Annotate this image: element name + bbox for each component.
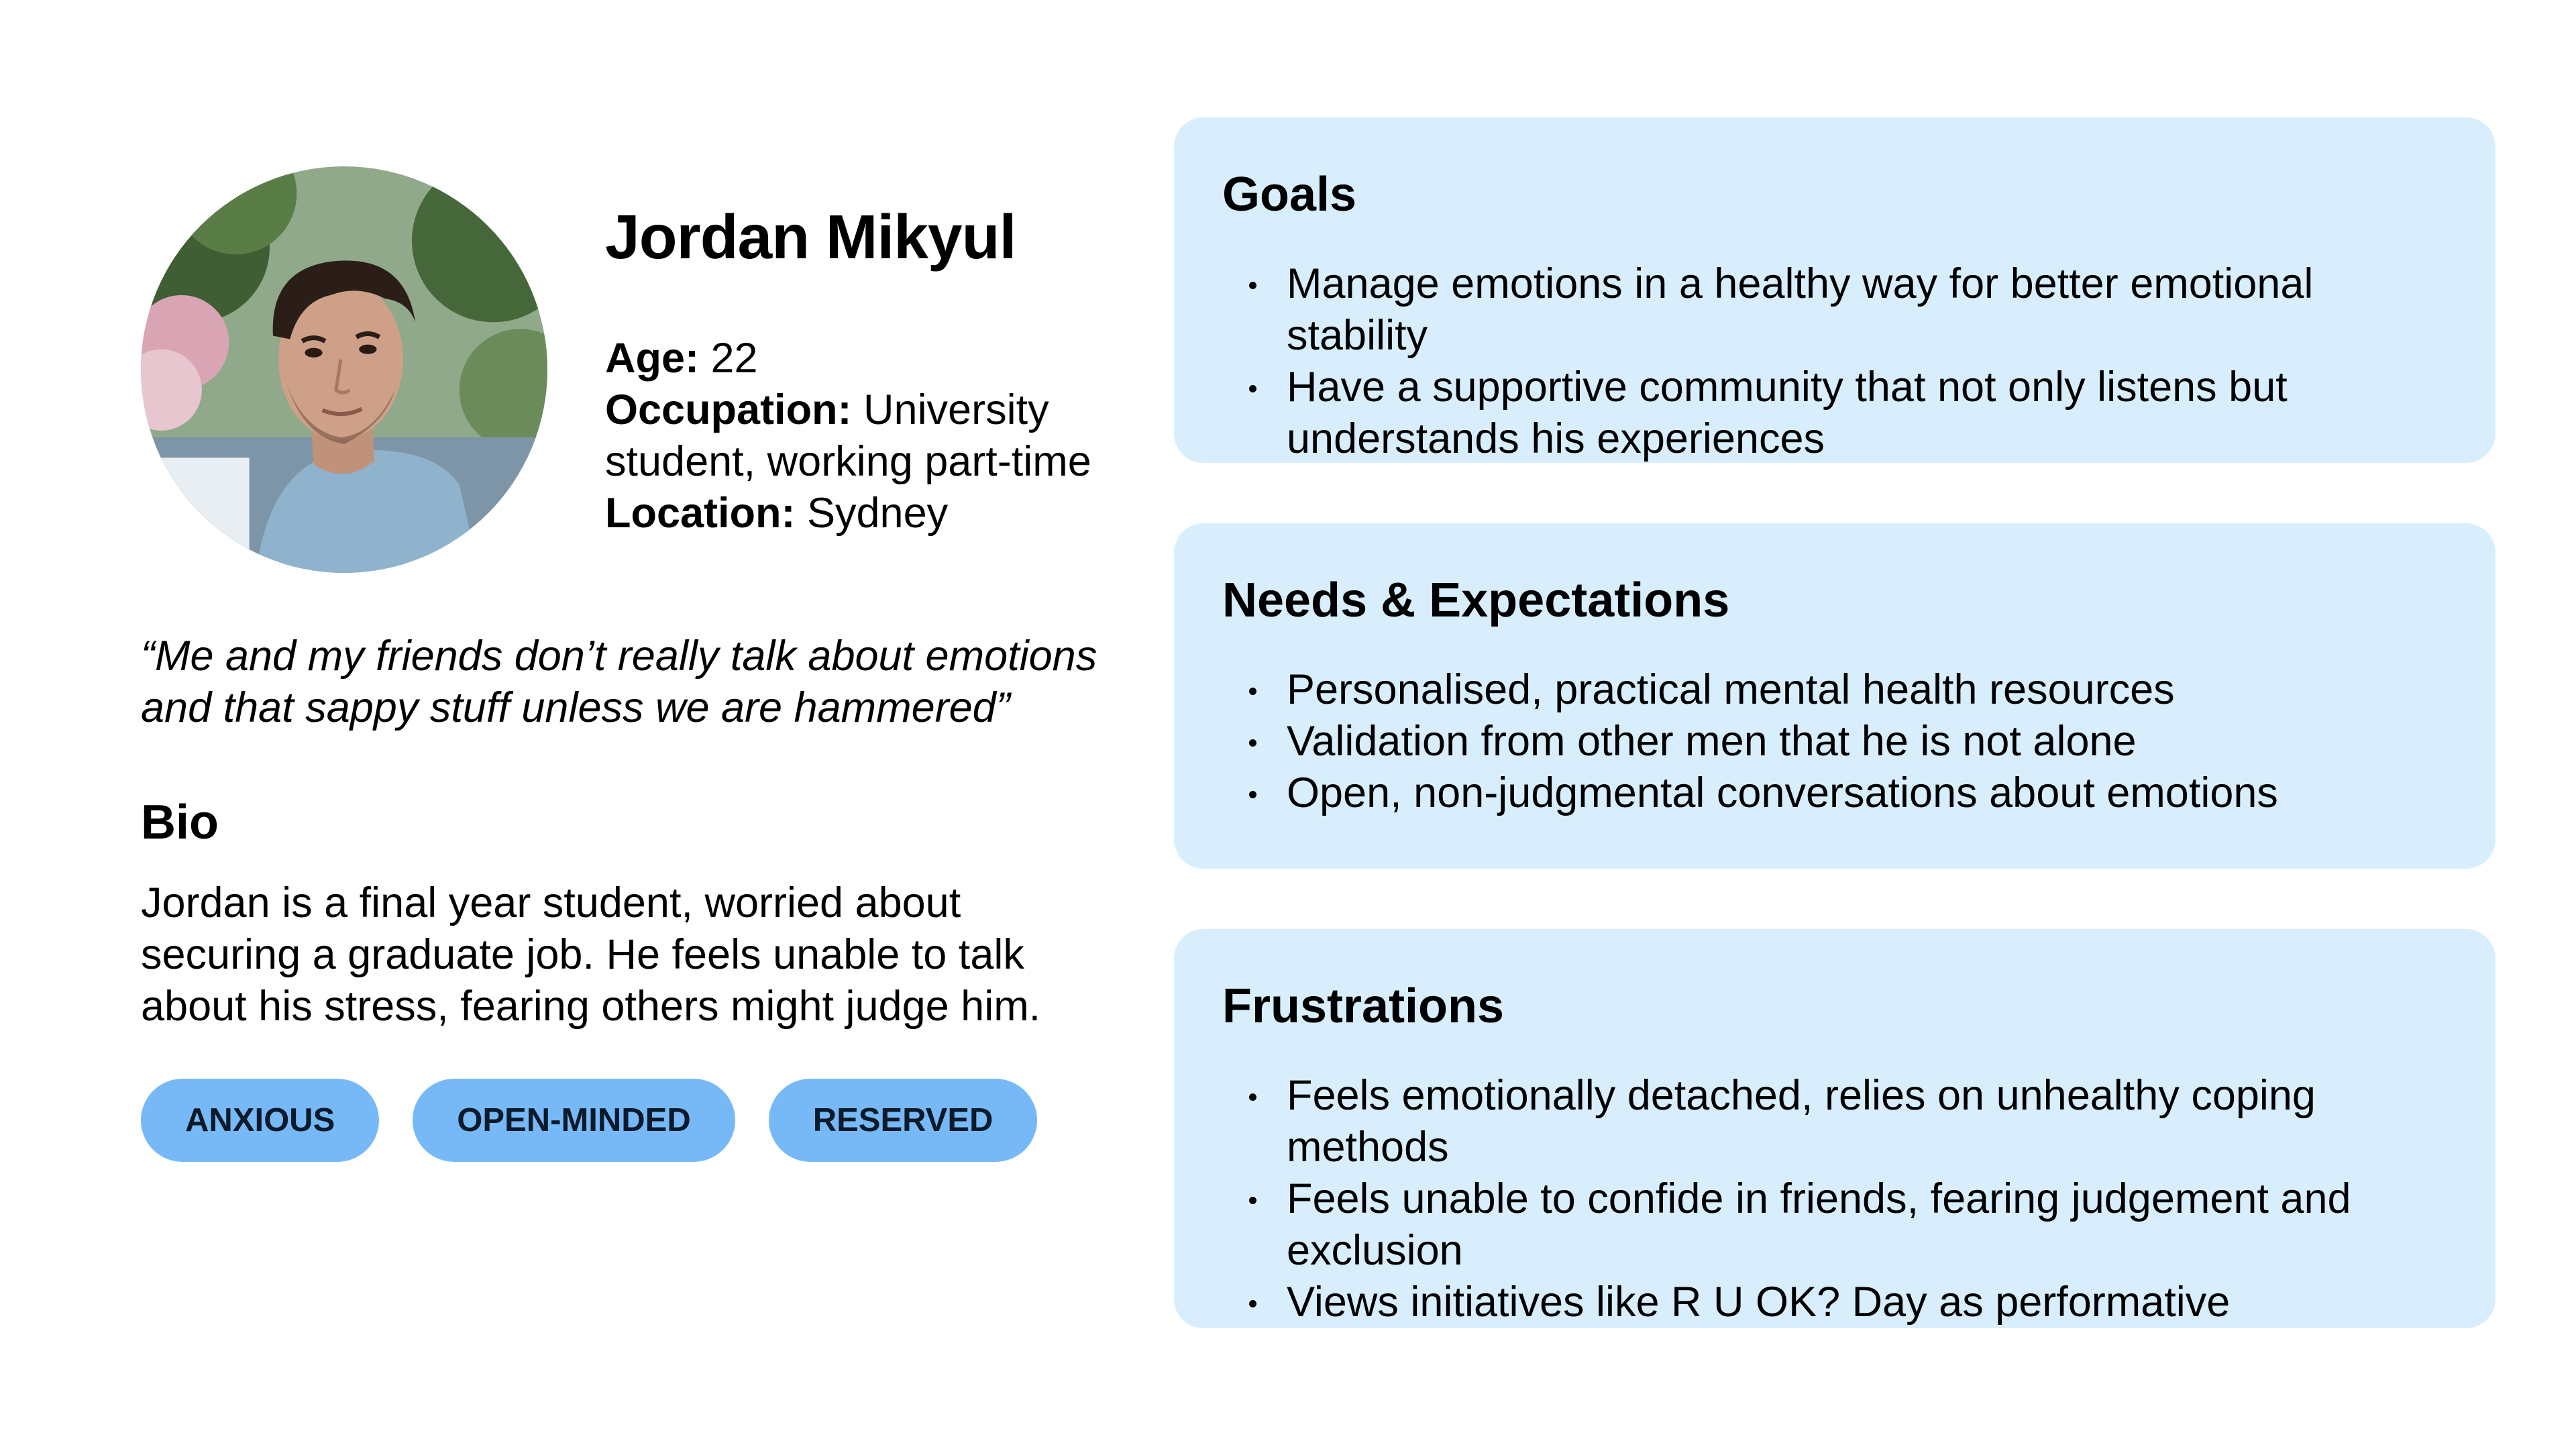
occupation-label: Occupation: [605,386,852,433]
persona-facts: Age: 22 Occupation: University student, … [605,333,1115,539]
tag-anxious: ANXIOUS [141,1079,380,1162]
needs-card: Needs & Expectations Personalised, pract… [1174,523,2496,869]
list-item: Feels emotionally detached, relies on un… [1222,1070,2447,1173]
persona-name: Jordan Mikyul [605,202,1016,272]
frustrations-title: Frustrations [1222,979,1505,1033]
avatar-photo [141,166,547,573]
goals-card: Goals Manage emotions in a healthy way f… [1174,117,2496,463]
frustrations-list: Feels emotionally detached, relies on un… [1222,1070,2447,1328]
needs-title: Needs & Expectations [1222,574,1730,627]
list-item: Open, non-judgmental conversations about… [1222,767,2447,819]
list-item: Have a supportive community that not onl… [1222,362,2447,465]
location-value: Sydney [807,490,949,537]
age-value: 22 [710,335,758,382]
location-label: Location: [605,490,796,537]
bio-heading: Bio [141,796,219,849]
list-item: Personalised, practical mental health re… [1222,664,2447,716]
occupation-row: Occupation: University student, working … [605,384,1115,488]
frustrations-card: Frustrations Feels emotionally detached,… [1174,929,2496,1328]
persona-quote: “Me and my friends don’t really talk abo… [141,633,1097,731]
list-item: Feels unable to confide in friends, fear… [1222,1173,2447,1277]
location-row: Location: Sydney [605,488,1115,539]
bio-text: Jordan is a final year student, worried … [141,879,1041,1030]
goals-list: Manage emotions in a healthy way for bet… [1222,258,2447,465]
list-item: Manage emotions in a healthy way for bet… [1222,258,2447,362]
age-label: Age: [605,335,699,382]
goals-title: Goals [1222,168,1357,221]
age-row: Age: 22 [605,333,1115,384]
list-item: Validation from other men that he is not… [1222,716,2447,767]
tag-reserved: RESERVED [768,1079,1038,1162]
trait-tags: ANXIOUS OPEN-MINDED RESERVED [141,1079,1038,1162]
needs-list: Personalised, practical mental health re… [1222,664,2447,819]
persona-avatar [141,166,547,573]
tag-open-minded: OPEN-MINDED [413,1079,735,1162]
list-item: Views initiatives like R U OK? Day as pe… [1222,1277,2447,1328]
occupation-value: University student, working part-time [605,386,1091,485]
